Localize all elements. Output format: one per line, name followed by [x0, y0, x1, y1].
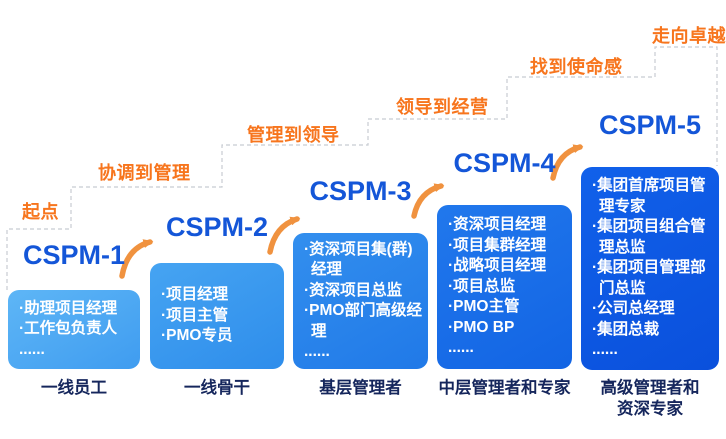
level-title-cspm-4: CSPM-4	[453, 148, 556, 178]
role-item: ......	[19, 340, 45, 358]
stage-label-start: 起点	[22, 202, 59, 222]
category-label-middle-managers-experts: 中层管理者和专家	[438, 379, 571, 397]
level-title-cspm-5: CSPM-5	[598, 110, 701, 140]
level-title-cspm-1: CSPM-1	[22, 240, 125, 270]
role-item: ·工作包负责人	[19, 320, 118, 338]
role-item: ·资深项目集(群)经理	[304, 240, 413, 279]
roles-box-cspm-1: ·助理项目经理 ·工作包负责人 ......	[8, 290, 140, 369]
role-item: ·PMO BP	[448, 318, 515, 336]
role-item: ·资深项目经理	[448, 216, 547, 234]
role-item: ·战略项目经理	[448, 257, 547, 275]
stage-label-find-mission: 找到使命感	[530, 57, 623, 77]
role-item: ·项目主管	[161, 306, 229, 324]
role-item: ·资深项目总监	[304, 281, 403, 299]
role-item: ·助理项目经理	[19, 299, 118, 317]
role-item: ·PMO部门高级经理	[304, 302, 422, 340]
roles-box-cspm-3: ·资深项目集(群)经理 ·资深项目总监 ·PMO部门高级经理 ......	[293, 233, 428, 369]
stage-label-management-to-leadership: 管理到领导	[247, 125, 340, 145]
category-label-senior-managers-experts: 高级管理者和资深专家	[600, 379, 700, 418]
category-label-frontline-staff: 一线员工	[41, 379, 107, 397]
role-item: ......	[304, 343, 330, 360]
role-item: ·项目经理	[161, 286, 229, 304]
stage-label-toward-excellence: 走向卓越	[652, 26, 726, 46]
role-item: ·公司总经理	[592, 300, 675, 318]
stage-label-coordination-to-management: 协调到管理	[98, 163, 191, 183]
category-label-grassroots-managers: 基层管理者	[319, 379, 402, 397]
stage-label-leadership-to-operation: 领导到经营	[396, 97, 489, 117]
role-item: ......	[448, 339, 474, 357]
role-item: ·集团总裁	[592, 320, 660, 338]
role-item: ·项目集群经理	[448, 236, 547, 254]
role-item: ·集团首席项目管理专家	[592, 177, 706, 215]
role-item: ·PMO专员	[161, 327, 233, 345]
role-item: ·集团项目组合管理总监	[592, 218, 706, 256]
role-item: ·PMO主管	[448, 298, 520, 316]
role-item: ·项目总监	[448, 277, 516, 295]
roles-box-cspm-2: ·项目经理 ·项目主管 ·PMO专员	[150, 263, 284, 369]
roles-box-cspm-5: ·集团首席项目管理专家 ·集团项目组合管理总监 ·集团项目管理部门总监 ·公司总…	[581, 167, 719, 370]
role-item: ·集团项目管理部门总监	[592, 259, 706, 297]
level-title-cspm-3: CSPM-3	[309, 176, 412, 206]
role-item: ......	[592, 341, 618, 359]
category-label-frontline-backbone: 一线骨干	[184, 379, 250, 397]
roles-box-cspm-4: ·资深项目经理 ·项目集群经理 ·战略项目经理 ·项目总监 ·PMO主管 ·PM…	[437, 205, 572, 369]
level-title-cspm-2: CSPM-2	[165, 212, 268, 242]
